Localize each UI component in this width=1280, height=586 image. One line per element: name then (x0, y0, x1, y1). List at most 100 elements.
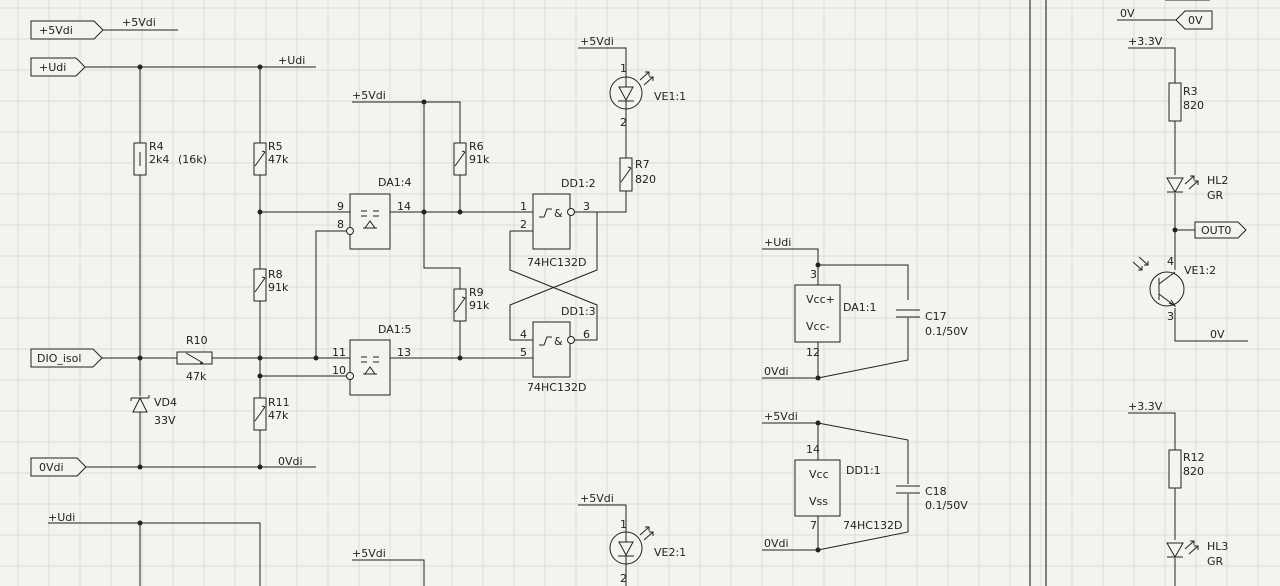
net-label: +5Vdi (352, 89, 386, 102)
svg-text:R10: R10 (186, 334, 208, 347)
svg-text:1: 1 (620, 518, 627, 531)
svg-text:HL3: HL3 (1207, 540, 1228, 553)
resistor-r9: R9 91k (453, 286, 490, 322)
svg-text:5: 5 (520, 346, 527, 359)
svg-text:11: 11 (332, 346, 346, 359)
svg-text:2: 2 (620, 116, 627, 129)
svg-text:91k: 91k (469, 299, 490, 312)
led-ve2-1: 1 2 VE2:1 (609, 518, 686, 585)
led-hl3: HL3 GR (1166, 540, 1228, 568)
svg-text:&: & (554, 335, 563, 348)
svg-text:2: 2 (520, 218, 527, 231)
svg-text:74HC132D: 74HC132D (527, 381, 586, 394)
svg-text:R5: R5 (268, 140, 283, 153)
svg-text:DA1:1: DA1:1 (843, 301, 877, 314)
net-label: +3.3V (1128, 35, 1163, 48)
led-ve1-1: 1 2 VE1:1 (609, 62, 686, 129)
svg-text:47k: 47k (268, 409, 289, 422)
svg-text:R7: R7 (635, 158, 650, 171)
svg-text:DA1:4: DA1:4 (378, 176, 412, 189)
svg-text:0V: 0V (1188, 14, 1203, 27)
led-hl2: HL2 GR (1166, 174, 1228, 202)
power-block-dd1-1: Vcc Vss DD1:1 74HC132D 14 7 (794, 443, 902, 532)
svg-text:GR: GR (1207, 555, 1224, 568)
svg-text:4: 4 (1167, 255, 1174, 268)
capacitor-c18: C18 0.1/50V (896, 485, 968, 512)
svg-text:820: 820 (1183, 99, 1204, 112)
comparator-da1-5: DA1:5 11 10 13 (332, 323, 412, 396)
nand-gate-dd1-3: & DD1:3 74HC132D 4 5 6 (520, 305, 596, 394)
net-label: +5Vdi (764, 410, 798, 423)
svg-text:DD1:1: DD1:1 (846, 464, 881, 477)
svg-text:R6: R6 (469, 140, 484, 153)
svg-text:74HC132D: 74HC132D (843, 519, 902, 532)
svg-text:74HC132D: 74HC132D (527, 256, 586, 269)
svg-text:&: & (554, 207, 563, 220)
net-label: 0Vdi (764, 365, 789, 378)
net-label: 0Vdi (764, 537, 789, 550)
port-udi: +Udi (30, 57, 86, 77)
port-5vdi: +5Vdi (30, 20, 104, 40)
svg-text:Vcc+: Vcc+ (806, 293, 835, 306)
svg-text:+5Vdi: +5Vdi (39, 24, 73, 37)
power-block-da1-1: Vcc+ Vcc- DA1:1 3 12 (794, 268, 877, 359)
svg-text:+Udi: +Udi (39, 61, 66, 74)
net-label: +Udi (48, 511, 75, 524)
svg-text:3: 3 (810, 268, 817, 281)
svg-text:0.1/50V: 0.1/50V (925, 499, 968, 512)
svg-text:820: 820 (635, 173, 656, 186)
net-label: 0Vdi (278, 455, 303, 468)
svg-text:91k: 91k (469, 153, 490, 166)
svg-text:(16k): (16k) (178, 153, 207, 166)
net-label: +3.3V (1128, 400, 1163, 413)
phototransistor-ve1-2: 4 3 VE1:2 (1132, 255, 1216, 323)
junctions (137, 64, 1178, 553)
resistor-r12: R12 820 (1168, 449, 1205, 489)
svg-text:1: 1 (620, 62, 627, 75)
resistor-r4: R4 2k4 (16k) (133, 140, 207, 176)
port-out0: OUT0 (1194, 221, 1247, 239)
net-label: +Udi (278, 54, 305, 67)
capacitor-c17: C17 0.1/50V (896, 309, 968, 338)
port-0v: 0V (1175, 10, 1213, 30)
svg-text:12: 12 (806, 346, 820, 359)
net-label: +5Vdi (122, 16, 156, 29)
svg-text:VE1:1: VE1:1 (654, 90, 686, 103)
svg-text:3: 3 (583, 200, 590, 213)
net-label: +Udi (764, 236, 791, 249)
port-dio-isol: DIO_isol (30, 348, 103, 368)
svg-text:C18: C18 (925, 485, 947, 498)
svg-text:DA1:5: DA1:5 (378, 323, 412, 336)
port-0vdi: 0Vdi (30, 457, 87, 477)
svg-text:2: 2 (620, 572, 627, 585)
svg-text:14: 14 (397, 200, 411, 213)
net-labels: +5Vdi +Udi +5Vdi +5Vdi 0Vdi +Udi +5Vdi +… (48, 7, 1225, 560)
resistor-r6: R6 91k (453, 140, 490, 176)
nand-gate-dd1-2: & DD1:2 74HC132D 1 2 3 (520, 177, 596, 269)
svg-text:DD1:2: DD1:2 (561, 177, 596, 190)
svg-text:Vcc-: Vcc- (806, 320, 830, 333)
net-label: 0V (1120, 7, 1135, 20)
svg-text:VE1:2: VE1:2 (1184, 264, 1216, 277)
svg-text:HL2: HL2 (1207, 174, 1228, 187)
svg-text:10: 10 (332, 364, 346, 377)
net-label: +5Vdi (580, 35, 614, 48)
svg-text:2k4: 2k4 (149, 153, 169, 166)
net-label: +5Vdi (352, 547, 386, 560)
svg-text:8: 8 (337, 218, 344, 231)
svg-text:VE2:1: VE2:1 (654, 546, 686, 559)
svg-text:14: 14 (806, 443, 820, 456)
svg-text:C17: C17 (925, 310, 947, 323)
svg-text:4: 4 (520, 328, 527, 341)
svg-text:R9: R9 (469, 286, 484, 299)
svg-text:3: 3 (1167, 310, 1174, 323)
resistor-r7: R7 820 (619, 157, 656, 192)
svg-text:R12: R12 (1183, 451, 1205, 464)
resistor-r3: R3 820 (1168, 82, 1204, 122)
resistor-r10: R10 47k (176, 334, 213, 383)
svg-text:Vss: Vss (809, 495, 828, 508)
svg-text:1: 1 (520, 200, 527, 213)
svg-text:9: 9 (337, 200, 344, 213)
